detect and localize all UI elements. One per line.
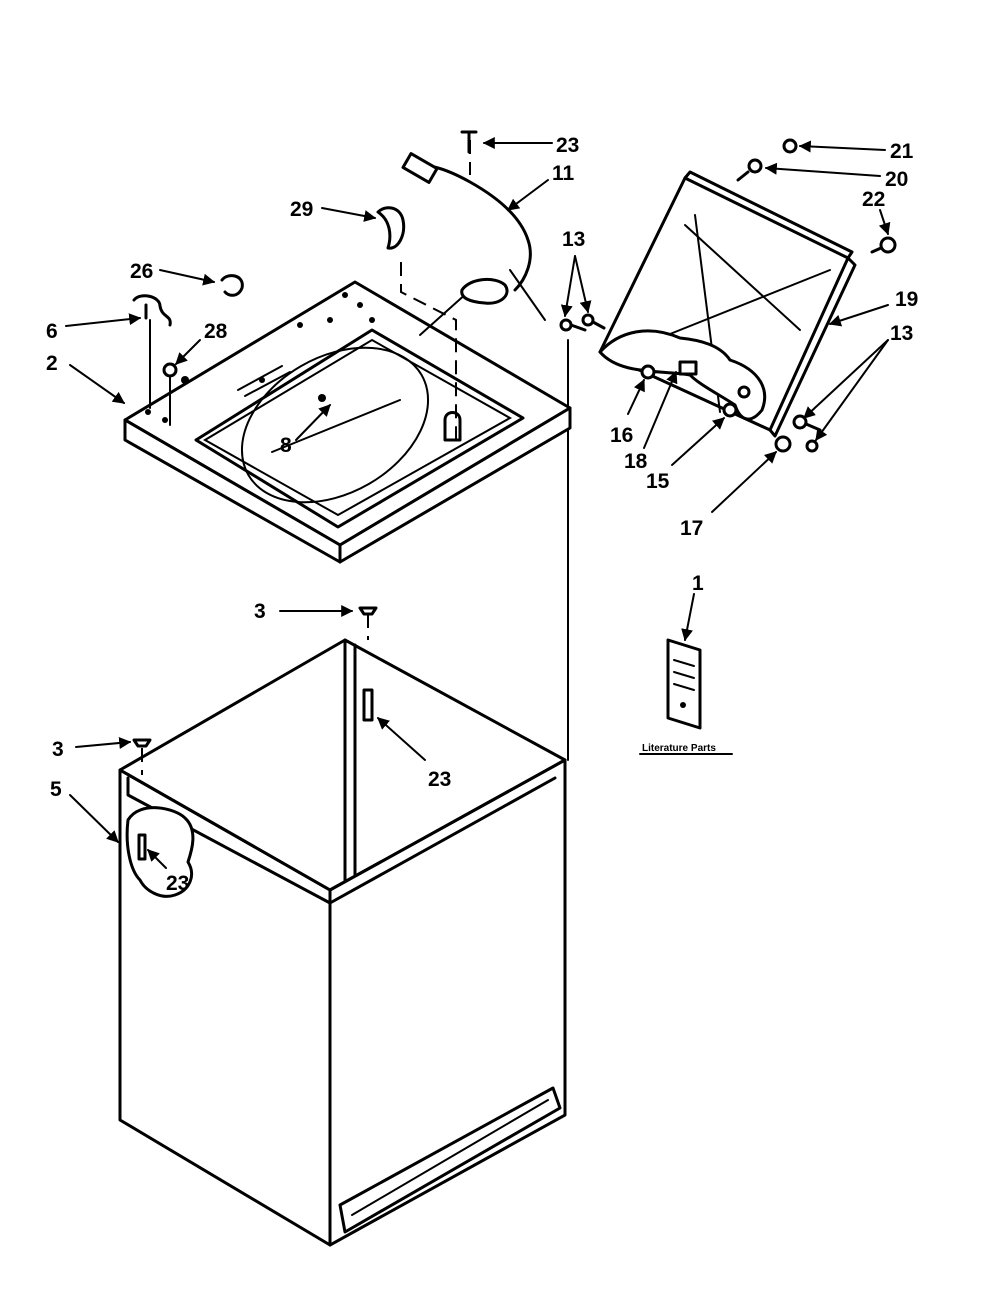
callout-8: 8 [280,434,292,457]
callout-labels: 23 11 29 26 6 28 2 8 13 21 20 22 19 13 1… [46,134,918,895]
literature-booklet-icon [666,638,702,730]
harness-icon [408,164,532,292]
callout-11: 11 [552,162,575,185]
cap-icon [358,606,378,616]
callout-13: 13 [562,228,585,251]
callout-21: 21 [890,140,914,163]
callout-28: 28 [204,320,228,343]
assembly-lines [141,140,546,775]
leader-lines [65,137,891,869]
callout-2: 2 [46,352,58,375]
callout-18: 18 [624,450,648,473]
lid [598,170,857,438]
callout-5: 5 [50,778,62,801]
callout-20: 20 [885,168,908,191]
callout-3: 3 [52,738,64,761]
callout-6: 6 [46,320,58,343]
callout-19: 19 [895,288,918,311]
callout-13: 13 [890,322,913,345]
top-cover [123,280,572,564]
clip-icon [220,274,244,297]
literature-caption: Literature Parts [642,743,716,754]
callout-26: 26 [130,260,153,283]
callout-3: 3 [254,600,266,623]
callout-1: 1 [692,572,704,595]
callout-23: 23 [428,768,451,791]
callout-29: 29 [290,198,313,221]
callout-22: 22 [862,188,885,211]
screw-icon [460,130,478,154]
callout-16: 16 [610,424,633,447]
callout-23: 23 [556,134,579,157]
callout-23: 23 [166,872,189,895]
part-29-icon [376,206,406,250]
small-parts [132,130,897,861]
part-6-icon [132,294,172,327]
callout-15: 15 [646,470,670,493]
cap-icon [132,738,152,748]
callout-17: 17 [680,517,703,540]
